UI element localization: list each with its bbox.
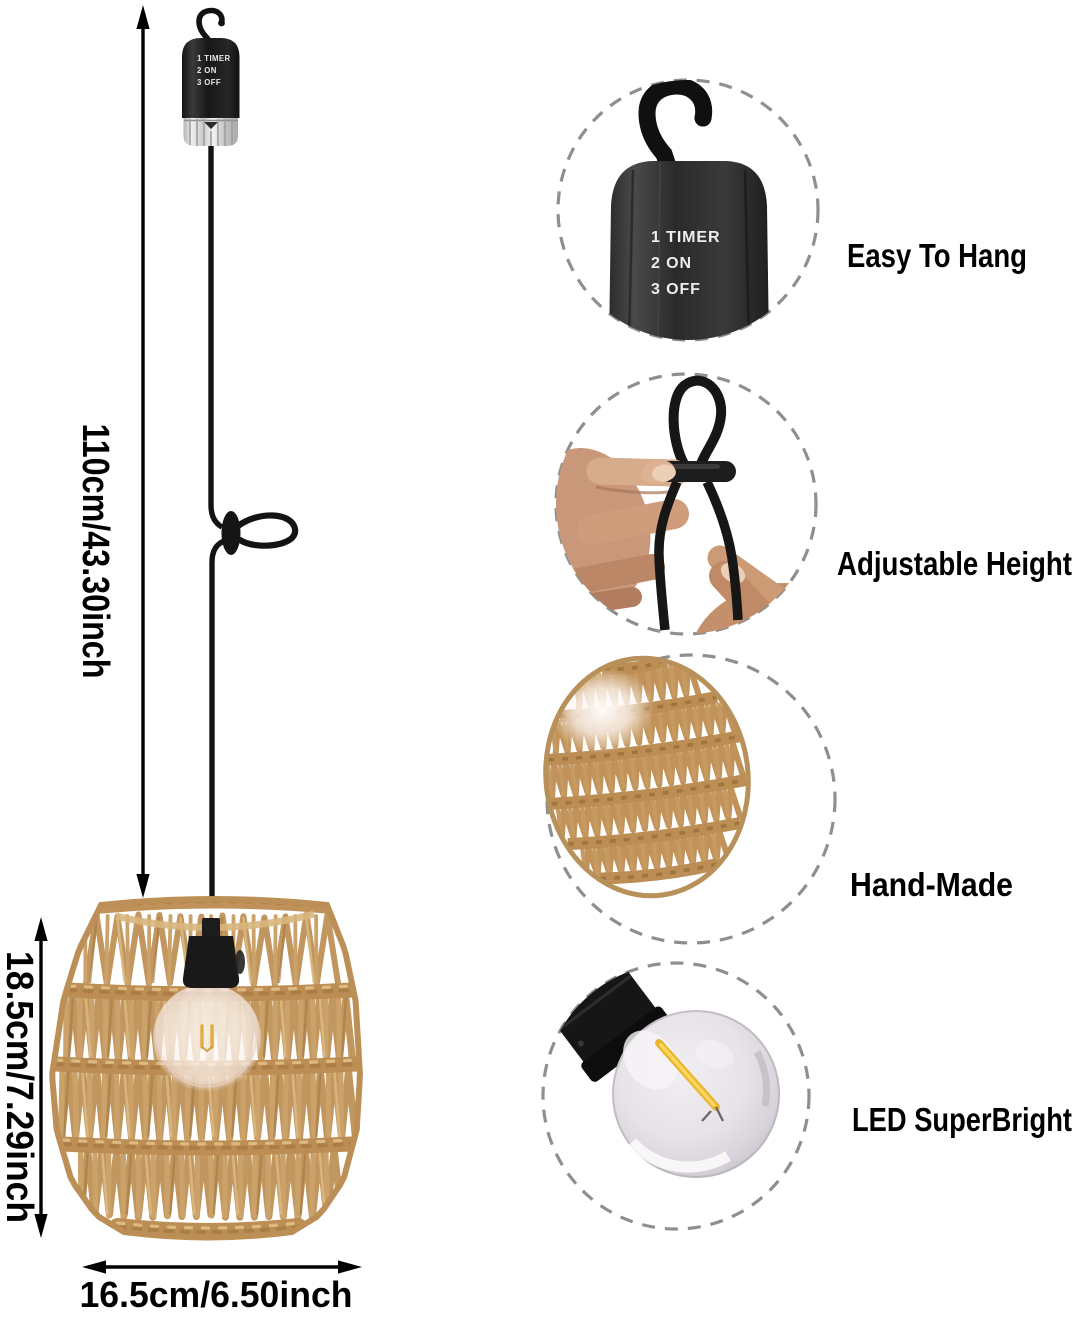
svg-text:2 ON: 2 ON — [651, 255, 692, 272]
svg-text:3 OFF: 3 OFF — [197, 78, 221, 87]
svg-text:2 ON: 2 ON — [197, 66, 217, 75]
svg-text:3 OFF: 3 OFF — [651, 281, 701, 298]
svg-text:LED SuperBright: LED SuperBright — [852, 1101, 1072, 1138]
svg-text:1 TIMER: 1 TIMER — [651, 229, 720, 246]
svg-text:18.5cm/7.29inch: 18.5cm/7.29inch — [0, 951, 40, 1223]
svg-text:Hand-Made: Hand-Made — [850, 866, 1013, 903]
svg-text:16.5cm/6.50inch: 16.5cm/6.50inch — [80, 1274, 353, 1315]
svg-text:Easy To Hang: Easy To Hang — [847, 237, 1027, 274]
svg-text:1 TIMER: 1 TIMER — [197, 54, 231, 63]
svg-text:110cm/43.30inch: 110cm/43.30inch — [74, 424, 116, 679]
svg-text:Adjustable Height: Adjustable Height — [837, 545, 1072, 582]
